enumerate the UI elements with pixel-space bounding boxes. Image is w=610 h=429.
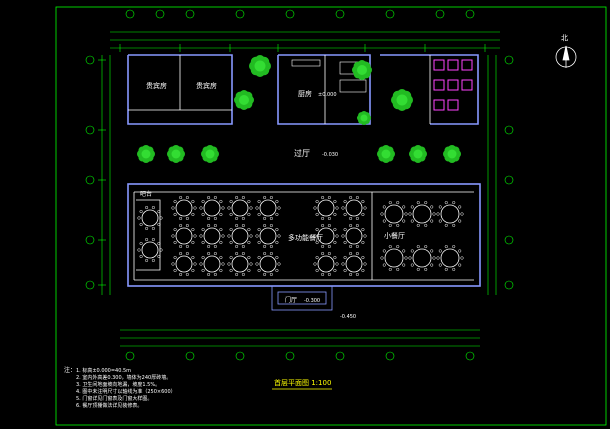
toilet-fixtures: [433, 59, 473, 111]
tree-icon: [357, 111, 371, 125]
round-table: [408, 201, 436, 227]
room-label-dining: 多功能餐厅: [288, 233, 323, 242]
round-table: [199, 223, 225, 249]
room-label-lobby: 过厅: [294, 148, 310, 158]
north-arrow: [555, 45, 577, 68]
dining-tables: [137, 195, 464, 277]
room-label-kitchen: 厨房: [298, 89, 312, 98]
round-table: [380, 245, 408, 271]
tree-icon: [409, 145, 428, 163]
note-line: 1. 标高±0.000=40.5m: [76, 367, 131, 374]
round-table: [313, 195, 339, 221]
tree-icon: [377, 145, 396, 163]
level-door: -0.450: [340, 314, 356, 320]
note-line: 5. 门窗详见门窗表及门窗大样图。: [76, 395, 152, 402]
inner-walls: [128, 55, 474, 281]
note-line: 4. 图中未注明尺寸以轴线为准（250×600）: [76, 388, 176, 395]
tree-icon: [234, 90, 254, 110]
round-table: [313, 223, 339, 249]
level-kitchen: ±0.000: [318, 92, 337, 98]
round-table: [313, 251, 339, 277]
left-dimensions: [85, 55, 111, 295]
round-table: [436, 245, 464, 271]
tree-icon: [391, 89, 413, 112]
room-label-bar: 吧台: [140, 190, 152, 198]
top-dimensions: [110, 31, 500, 52]
tree-icon: [352, 60, 372, 80]
note-line: 3. 卫生间地面坡向地漏，坡度1.5%。: [76, 381, 160, 388]
round-table: [227, 223, 253, 249]
round-table: [171, 195, 197, 221]
right-dimensions: [487, 55, 514, 295]
north-label: 北: [561, 34, 568, 42]
round-table: [199, 195, 225, 221]
round-table: [255, 251, 281, 277]
entrance-steps: [271, 285, 333, 311]
round-table: [171, 223, 197, 249]
notes-heading: 注：: [64, 366, 76, 374]
bottom-dimensions: [120, 329, 480, 361]
round-table: [227, 195, 253, 221]
round-table: [227, 251, 253, 277]
note-line: 2. 室内外高差0.300，墙体为240厚砖墙。: [76, 374, 171, 381]
drawing-frame: [55, 6, 607, 426]
round-table: [408, 245, 436, 271]
round-table: [341, 195, 367, 221]
round-table: [171, 251, 197, 277]
round-table: [255, 223, 281, 249]
round-table: [137, 205, 163, 231]
room-label-small-hall: 小餐厅: [384, 231, 405, 240]
round-table: [380, 201, 408, 227]
landscape-trees: [137, 55, 462, 163]
room-label-entrance: 门厅: [285, 296, 297, 304]
round-table: [341, 223, 367, 249]
tree-icon: [167, 145, 185, 163]
bar-counter: [136, 199, 161, 271]
notes-list: 1. 标高±0.000=40.5m2. 室内外高差0.300，墙体为240厚砖墙…: [76, 367, 176, 409]
round-table: [137, 237, 163, 263]
top-axis-bubbles: [125, 9, 475, 19]
room-label-private-1: 贵宾房: [146, 81, 167, 90]
drawing-title: 首层平面图 1:100: [274, 378, 331, 387]
tree-icon: [201, 145, 219, 163]
tree-icon: [249, 55, 271, 78]
round-table: [255, 195, 281, 221]
level-lobby: -0.030: [322, 152, 338, 158]
tree-icon: [443, 145, 462, 163]
room-label-private-2: 贵宾房: [196, 81, 217, 90]
round-table: [199, 251, 225, 277]
round-table: [341, 251, 367, 277]
round-table: [436, 201, 464, 227]
note-line: 6. 餐厅顶棚做法详见装修表。: [76, 402, 142, 409]
level-entrance: -0.300: [304, 298, 320, 304]
tree-icon: [137, 145, 155, 163]
